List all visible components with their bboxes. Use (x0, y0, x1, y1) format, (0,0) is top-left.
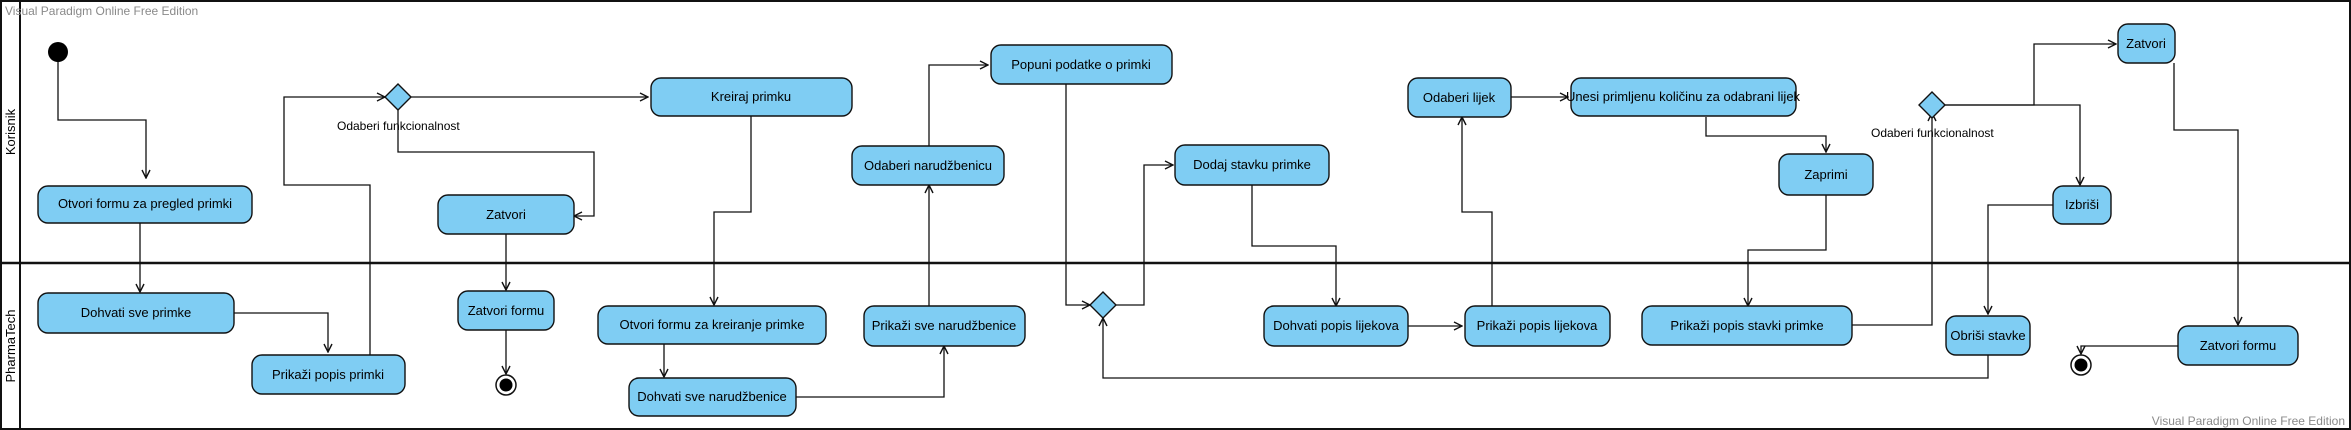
svg-text:Dohvati sve primke: Dohvati sve primke (81, 305, 192, 320)
action-node-zatvori-formu-2: Zatvori formu (2177, 325, 2299, 366)
edges (57, 44, 2238, 398)
edge-kreiraj-to-otvoriformu (714, 116, 752, 305)
svg-text:Izbriši: Izbriši (2065, 197, 2099, 212)
edge-dohvatinar-to-prikazinar (796, 346, 944, 398)
action-node-popuni-podatke: Popuni podatke o primki (990, 44, 1173, 85)
edge-decision3-to-izbrisi (1945, 104, 2080, 185)
svg-text:Zatvori: Zatvori (486, 207, 526, 222)
svg-text:Prikaži popis primki: Prikaži popis primki (272, 367, 384, 382)
edge-popuni-to-decision2 (1065, 84, 1090, 305)
decision-node (384, 83, 412, 111)
action-node-dohvati-popis-lijekova: Dohvati popis lijekova (1263, 305, 1409, 347)
action-node-otvori-formu-kreiranje: Otvori formu za kreiranje primke (597, 305, 827, 345)
svg-text:Zatvori formu: Zatvori formu (2200, 338, 2277, 353)
action-node-obrisi-stavke: Obriši stavke (1945, 315, 2031, 356)
action-node-kreiraj-primku: Kreiraj primku (650, 77, 853, 117)
edge-decision2-to-dodaj (1116, 165, 1173, 306)
decision-node (1918, 91, 1946, 119)
edge-start-to-otvori (57, 52, 146, 178)
svg-text:Odaberi lijek: Odaberi lijek (1423, 90, 1496, 105)
initial-node (48, 42, 68, 62)
edge-unesi-to-zaprimi (1705, 117, 1826, 152)
lane-label-pharmatech: PharmaTech (3, 310, 18, 383)
svg-text:Prikaži popis lijekova: Prikaži popis lijekova (1477, 318, 1598, 333)
edge-zatvoriforme2-to-end (2081, 345, 2178, 354)
decision-node (1089, 291, 1117, 319)
svg-text:Zatvori: Zatvori (2126, 36, 2166, 51)
final-node (2070, 354, 2092, 376)
watermark-bottom: Visual Paradigm Online Free Edition (2152, 414, 2345, 428)
svg-text:Zaprimi: Zaprimi (1804, 167, 1847, 182)
edge-izbrisi-to-obrisi (1988, 204, 2053, 314)
edge-decision1-to-zatvori (397, 110, 595, 216)
action-node-prikazi-popis-lijekova: Prikaži popis lijekova (1464, 305, 1611, 347)
svg-text:Dodaj stavku primke: Dodaj stavku primke (1193, 157, 1311, 172)
edge-prikazi-to-decision1 (283, 97, 385, 355)
action-node-prikazi-sve-narudzbenice: Prikaži sve narudžbenice (863, 305, 1026, 347)
edge-zatvori2-to-zatvoriforme2 (2173, 63, 2238, 325)
action-node-prikazi-popis-stavki: Prikaži popis stavki primke (1641, 305, 1853, 346)
svg-text:Otvori formu za pregled primki: Otvori formu za pregled primki (58, 196, 232, 211)
svg-text:Obriši stavke: Obriši stavke (1950, 328, 2025, 343)
decision-label: Odaberi funkcionalnost (337, 119, 460, 133)
action-node-dohvati-sve-primke: Dohvati sve primke (37, 292, 235, 334)
svg-text:Dohvati popis lijekova: Dohvati popis lijekova (1273, 318, 1400, 333)
edge-zaprimi-to-prikazistavki (1748, 195, 1827, 306)
svg-text:Odaberi narudžbenicu: Odaberi narudžbenicu (864, 158, 992, 173)
lane-label-korisnik: Korisnik (3, 108, 18, 155)
svg-text:Dohvati sve narudžbenice: Dohvati sve narudžbenice (637, 389, 787, 404)
watermark-top: Visual Paradigm Online Free Edition (5, 4, 198, 18)
action-node-zatvori-formu: Zatvori formu (457, 290, 555, 331)
svg-text:Unesi primljenu količinu za od: Unesi primljenu količinu za odabrani lij… (1566, 89, 1801, 104)
action-node-zaprimi: Zaprimi (1778, 153, 1874, 196)
svg-text:Zatvori formu: Zatvori formu (468, 303, 545, 318)
action-node-izbrisi: Izbriši (2052, 185, 2112, 225)
svg-text:Prikaži sve narudžbenice: Prikaži sve narudžbenice (872, 318, 1017, 333)
edge-dodaj-to-dohvatilijek (1251, 185, 1336, 306)
action-node-prikazi-popis-primki: Prikaži popis primki (251, 354, 406, 395)
edge-obrisi-to-decision2 (1103, 318, 1989, 379)
action-node-dohvati-sve-narudzbenice: Dohvati sve narudžbenice (628, 377, 797, 417)
svg-text:Kreiraj primku: Kreiraj primku (711, 89, 791, 104)
edge-odaberinar-to-popuni (928, 65, 988, 146)
decision-label: Odaberi funkcionalnost (1871, 126, 1994, 140)
action-node-zatvori-2: Zatvori (2117, 23, 2176, 64)
svg-text:Prikaži popis stavki primke: Prikaži popis stavki primke (1670, 318, 1823, 333)
action-node-dodaj-stavku: Dodaj stavku primke (1174, 144, 1330, 186)
action-node-unesi-kolicinu: Unesi primljenu količinu za odabrani lij… (1566, 77, 1801, 117)
svg-text:Otvori formu za kreiranje prim: Otvori formu za kreiranje primke (620, 317, 805, 332)
action-node-odaberi-lijek: Odaberi lijek (1407, 77, 1512, 118)
edge-dohvati-to-prikazi (234, 312, 328, 352)
action-node-zatvori: Zatvori (437, 194, 575, 235)
svg-text:Popuni podatke o primki: Popuni podatke o primki (1011, 57, 1151, 72)
action-node-otvori-formu-pregled: Otvori formu za pregled primki (37, 185, 253, 224)
action-node-odaberi-narudzbenicu: Odaberi narudžbenicu (851, 145, 1005, 186)
final-node (495, 374, 517, 396)
edge-prikazistavki-to-decision3 (1852, 113, 1932, 326)
edge-prikazilijek-to-odaberilijek (1462, 117, 1493, 306)
